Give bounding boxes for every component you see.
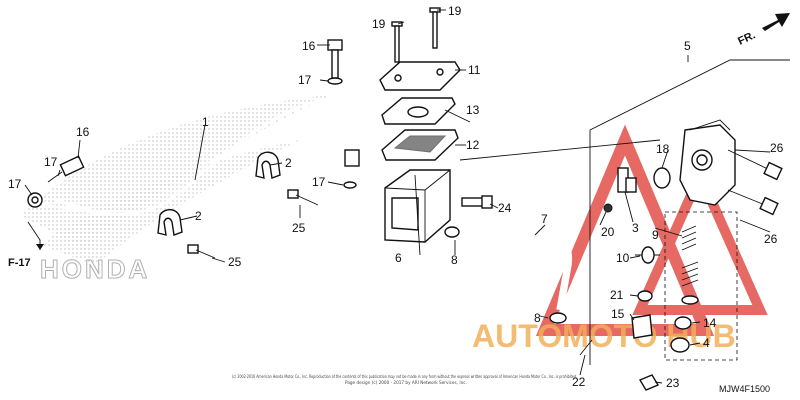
diagram-code: MJW4F1500 bbox=[719, 384, 770, 394]
callout-14: 14 bbox=[703, 316, 717, 330]
callout-3: 3 bbox=[632, 221, 639, 235]
callout-labels: 1 2 2 3 4 5 6 7 8 8 9 10 11 12 13 14 15 … bbox=[8, 4, 784, 390]
reservoir-diaphragm-12 bbox=[381, 129, 459, 161]
bolt-24 bbox=[461, 195, 493, 209]
o-ring-18 bbox=[653, 167, 671, 189]
callout-25-upper: 25 bbox=[292, 221, 306, 235]
callout-17-left-lower: 17 bbox=[8, 177, 22, 191]
callout-17-mid: 17 bbox=[312, 175, 326, 189]
master-cylinder-body-5 bbox=[679, 119, 736, 206]
honda-watermark-text: HONDA bbox=[40, 254, 150, 284]
circlip-4 bbox=[670, 337, 690, 353]
callout-13: 13 bbox=[466, 103, 480, 117]
callout-19-right: 19 bbox=[448, 4, 462, 18]
assembly-group-box bbox=[589, 59, 790, 365]
callout-2-upper: 2 bbox=[285, 156, 292, 170]
bolt-25-lower bbox=[187, 244, 216, 259]
callout-22: 22 bbox=[572, 375, 586, 389]
banjo-bolt-left bbox=[27, 155, 85, 208]
reference-arrow-icon bbox=[36, 244, 44, 250]
callout-19-left: 19 bbox=[372, 17, 386, 31]
washer-14 bbox=[674, 316, 692, 330]
callout-10: 10 bbox=[616, 251, 630, 265]
honda-wing-watermark: HONDA bbox=[20, 95, 330, 285]
reference-label: F-17 bbox=[8, 257, 31, 269]
fr-label: FR. bbox=[736, 29, 757, 47]
reservoir-cap-11 bbox=[379, 61, 461, 91]
callout-1: 1 bbox=[202, 115, 209, 129]
piston-10 bbox=[635, 246, 660, 264]
reservoir-screws-19 bbox=[391, 7, 441, 63]
callout-9: 9 bbox=[652, 228, 659, 242]
callout-4: 4 bbox=[703, 336, 710, 350]
callout-26-upper: 26 bbox=[770, 141, 784, 155]
callout-2-lower: 2 bbox=[195, 209, 202, 223]
automoto-hub-text: AUTOMOTO HUB bbox=[472, 318, 736, 354]
callout-24: 24 bbox=[498, 201, 512, 215]
callout-17-left-upper: 17 bbox=[44, 155, 58, 169]
callout-26-lower: 26 bbox=[764, 232, 778, 246]
reservoir-hose-7 bbox=[469, 231, 573, 311]
bolt-25-upper bbox=[287, 189, 319, 206]
callout-8-upper: 8 bbox=[451, 253, 458, 267]
piston-cup-assembly bbox=[681, 261, 699, 305]
bolt-26-lower bbox=[727, 189, 779, 216]
reservoir-plate-13 bbox=[381, 97, 456, 125]
front-direction-arrow: FR. bbox=[736, 13, 790, 48]
bolt-26-upper bbox=[727, 149, 783, 181]
callout-17-top: 17 bbox=[298, 73, 312, 87]
spring-9 bbox=[681, 225, 697, 251]
screw-20 bbox=[603, 203, 613, 213]
callout-23: 23 bbox=[666, 376, 680, 390]
copyright-line-2: Page design (c) 2000 - 2017 by ARI Netwo… bbox=[345, 380, 467, 385]
callout-6: 6 bbox=[395, 251, 402, 265]
pushrod-23 bbox=[638, 374, 660, 391]
callout-7: 7 bbox=[541, 212, 548, 226]
callout-16-top: 16 bbox=[302, 39, 316, 53]
hose-clip-8-lower bbox=[549, 312, 567, 324]
callout-12: 12 bbox=[466, 138, 480, 152]
copyright-line-1: (c) 2002-2016 American Honda Motor Co., … bbox=[232, 374, 577, 379]
banjo-bolt-top bbox=[327, 39, 360, 189]
callout-21: 21 bbox=[610, 288, 624, 302]
hose-clamp-upper bbox=[255, 151, 281, 179]
brake-hose bbox=[41, 93, 366, 216]
callout-11: 11 bbox=[468, 63, 481, 77]
callout-20: 20 bbox=[601, 225, 615, 239]
reservoir-body-6 bbox=[384, 169, 451, 243]
hose-clamp-lower bbox=[157, 209, 183, 236]
fr-arrow-icon bbox=[762, 13, 790, 31]
callout-5: 5 bbox=[684, 39, 691, 53]
nut-21 bbox=[637, 290, 653, 302]
callout-25-lower: 25 bbox=[228, 255, 242, 269]
callout-18: 18 bbox=[656, 142, 670, 156]
leader-lines bbox=[24, 9, 771, 384]
joint-3 bbox=[617, 167, 637, 193]
hose-clip-8-upper bbox=[444, 226, 460, 238]
boot-15 bbox=[631, 314, 653, 339]
callout-16-left: 16 bbox=[76, 125, 90, 139]
callout-15: 15 bbox=[611, 307, 625, 321]
callout-8-lower: 8 bbox=[534, 311, 541, 325]
